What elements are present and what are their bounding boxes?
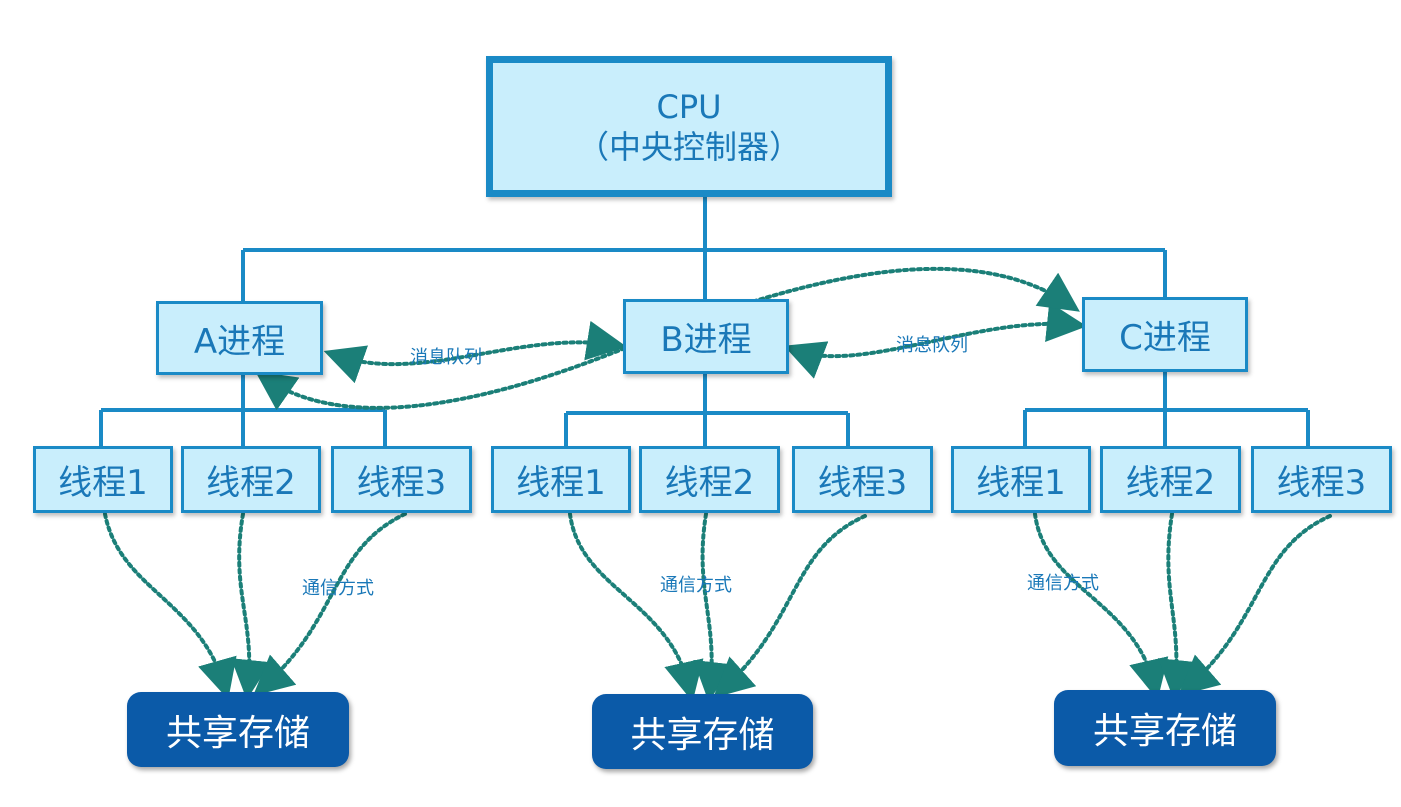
cpu-box: CPU （中央控制器） [486, 56, 892, 197]
cpu-subtitle: （中央控制器） [576, 127, 801, 166]
thread-a3-box: 线程3 [331, 446, 472, 513]
a-t3-arrow [252, 512, 407, 696]
comm-label-b: 通信方式 [660, 575, 732, 596]
message-queue-label-ab: 消息队列 [410, 347, 482, 368]
thread-b1-box: 线程1 [491, 446, 631, 513]
c-t3-arrow [1177, 514, 1332, 696]
a-t1-arrow [103, 512, 237, 700]
thread-c2-box: 线程2 [1100, 446, 1241, 513]
thread-label: 线程1 [58, 463, 148, 503]
message-queue-label-bc: 消息队列 [896, 335, 968, 356]
thread-c1-box: 线程1 [951, 446, 1091, 513]
tree-connectors [99, 196, 1310, 448]
thread-c3-box: 线程3 [1251, 446, 1392, 513]
thread-label: 线程3 [817, 463, 908, 503]
storage-arrows [103, 512, 1332, 702]
c-t1-arrow [1033, 512, 1169, 700]
shared-storage-c: 共享存储 [1054, 690, 1276, 766]
thread-b3-box: 线程3 [792, 446, 933, 513]
thread-label: 线程1 [516, 463, 606, 503]
shared-storage-a: 共享存储 [127, 692, 349, 767]
process-c-box: C进程 [1082, 297, 1248, 372]
c-t2-arrow [1157, 512, 1198, 700]
shared-storage-b: 共享存储 [592, 694, 813, 769]
comm-label-c: 通信方式 [1027, 573, 1099, 594]
thread-a1-box: 线程1 [33, 446, 173, 513]
thread-a2-box: 线程2 [181, 446, 321, 513]
process-a-box: A进程 [156, 301, 323, 375]
process-b-label: B进程 [660, 320, 752, 360]
comm-label-a: 通信方式 [302, 578, 374, 599]
process-a-label: A进程 [193, 321, 286, 362]
process-b-box: B进程 [623, 299, 789, 374]
thread-b2-box: 线程2 [639, 446, 780, 513]
cpu-title: CPU [656, 87, 722, 126]
b-t1-arrow [568, 512, 704, 702]
process-c-label: C进程 [1119, 318, 1211, 358]
thread-label: 线程1 [976, 463, 1066, 503]
thread-label: 线程2 [1125, 463, 1216, 503]
a-t2-arrow [230, 512, 271, 700]
b-t2-arrow [693, 512, 734, 702]
b-t3-arrow [713, 514, 867, 699]
thread-label: 线程3 [1276, 463, 1367, 503]
thread-label: 线程3 [356, 463, 447, 503]
thread-label: 线程2 [664, 463, 755, 503]
thread-label: 线程2 [206, 463, 296, 503]
